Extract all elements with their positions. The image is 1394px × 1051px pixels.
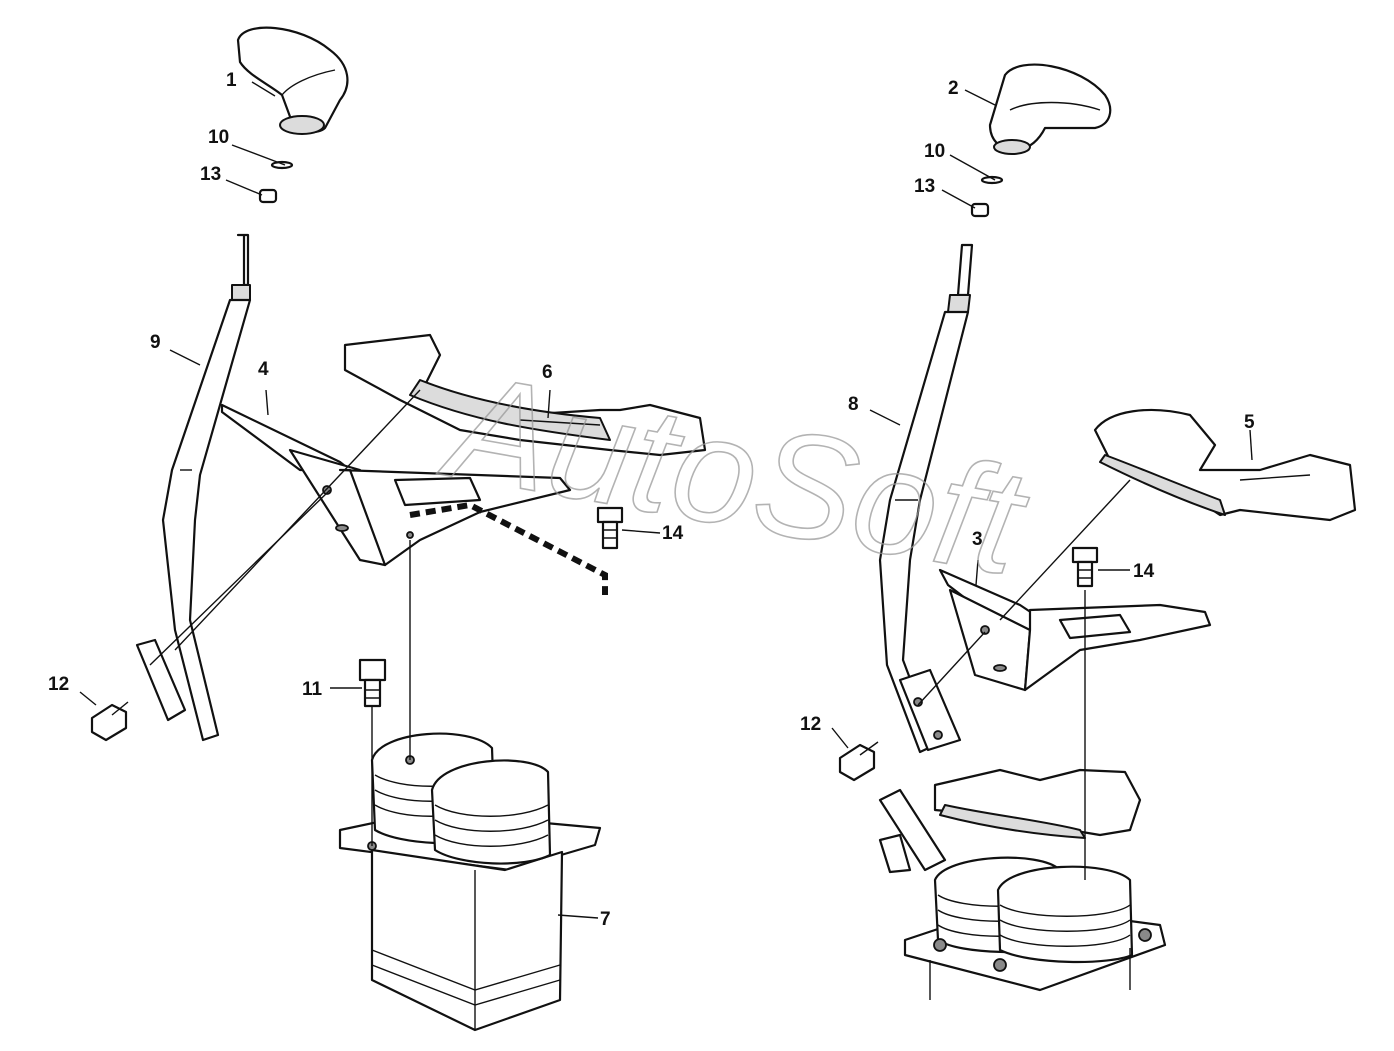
callout-12-right: 12	[800, 714, 821, 735]
callout-14-right: 14	[1133, 561, 1155, 582]
clamp-right	[838, 668, 962, 782]
knob-left	[236, 26, 349, 135]
callout-2: 2	[948, 78, 959, 99]
callout-13-right: 13	[914, 176, 935, 197]
nut-left	[258, 188, 278, 204]
nut-right	[970, 202, 990, 218]
callout-6: 6	[542, 362, 553, 383]
controller-left	[338, 732, 602, 1032]
callout-12-left: 12	[48, 674, 69, 695]
left-assembly: 1 10 13 9 4 6 14 12 11 7	[48, 26, 707, 1032]
bolt-14-right	[1071, 546, 1099, 588]
callout-10-left: 10	[208, 127, 229, 148]
callout-10-right: 10	[924, 141, 945, 162]
callout-1: 1	[226, 70, 237, 91]
right-assembly: 2 10 13 8 5 3 14 12	[800, 63, 1357, 1000]
callout-9: 9	[150, 332, 161, 353]
lever-rod-left	[161, 233, 252, 742]
leaders-right	[831, 89, 1253, 880]
clamp-left	[90, 638, 187, 742]
boot-right	[1093, 408, 1357, 522]
callout-5: 5	[1244, 412, 1255, 433]
washer-left	[270, 160, 294, 170]
callout-11: 11	[302, 679, 323, 700]
wiring-left	[409, 501, 608, 595]
bolt-11	[358, 658, 387, 708]
controller-right	[878, 768, 1167, 1000]
callout-3: 3	[972, 529, 983, 550]
callout-8: 8	[848, 394, 859, 415]
washer-right	[980, 175, 1004, 185]
callout-13-left: 13	[200, 164, 221, 185]
bolt-14-left	[596, 506, 624, 550]
boot-left	[343, 333, 707, 457]
leaders-left	[79, 81, 661, 919]
callout-14-left: 14	[662, 523, 684, 544]
bracket-left	[220, 403, 572, 567]
callout-4: 4	[258, 359, 269, 380]
knob-right	[988, 63, 1112, 155]
callout-7: 7	[600, 909, 611, 930]
